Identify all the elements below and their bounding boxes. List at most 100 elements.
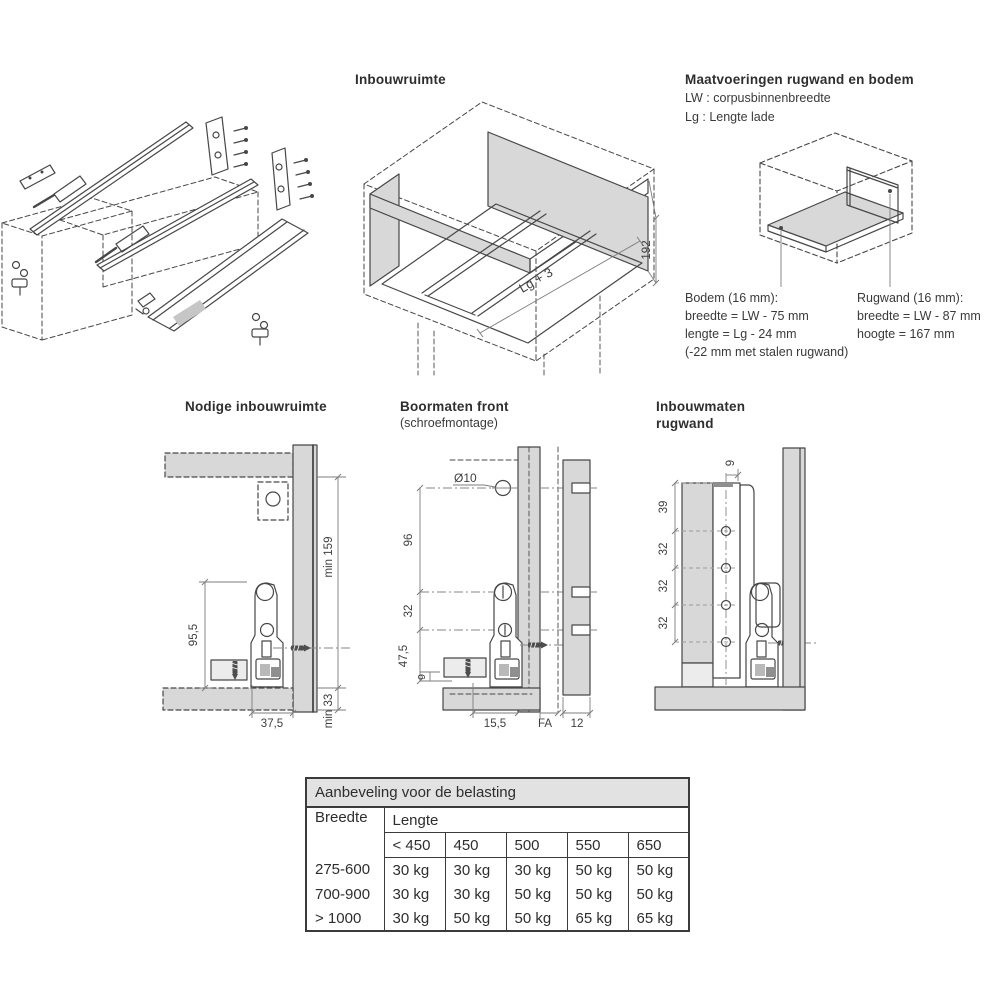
damper-left <box>53 175 87 203</box>
back-bracket-left <box>205 116 248 176</box>
maatvoeringen-title: Maatvoeringen rugwand en bodem <box>685 72 914 87</box>
boormaten-subtitle: (schroefmontage) <box>400 416 498 430</box>
nodige-drawing: 95,5 37,5 min 159 min 33 <box>162 444 351 730</box>
dim-39-label: 39 <box>658 501 670 514</box>
rugwand-panel-section <box>681 482 714 664</box>
dim-12-label: 12 <box>571 718 584 730</box>
bodem-bar <box>654 686 806 711</box>
drawer-bottom-bar <box>210 659 248 681</box>
back-bracket-profile <box>489 582 523 688</box>
bodem-specs: Bodem (16 mm): breedte = LW - 75 mm leng… <box>685 289 848 361</box>
cell: 30 kg <box>505 857 567 882</box>
inbouwmaten-title-line2: rugwand <box>656 416 714 431</box>
rugwand-panel <box>846 166 899 224</box>
damper-right <box>115 225 150 253</box>
cell: 50 kg <box>627 882 689 906</box>
mounting-plate <box>19 164 56 190</box>
inbouwruimte-title: Inbouwruimte <box>355 72 446 87</box>
rugwand-line1: breedte = LW - 87 mm <box>857 309 981 323</box>
right-runner-rail <box>94 178 259 272</box>
dim-32b-label: 32 <box>658 580 670 593</box>
bodem-line3: (-22 mm met stalen rugwand) <box>685 345 849 359</box>
screw-into-panel <box>520 641 570 649</box>
dim-chain-left: 96 32 47,5 9 <box>398 484 431 685</box>
cell: 65 kg <box>566 906 628 931</box>
dim-192-label: 192 <box>641 240 653 259</box>
screws-right <box>293 158 314 200</box>
dim-min-33: min 33 <box>317 688 346 728</box>
legend-lg: Lg : Lengte lade <box>685 110 775 124</box>
dim-fa-label: FA <box>538 718 552 730</box>
dim-min-159: min 159 <box>317 473 346 692</box>
back-bracket-right <box>271 147 314 211</box>
dim-37-5: 37,5 <box>248 685 297 730</box>
bodem-title: Bodem (16 mm): <box>685 291 779 305</box>
bottom-panel-area <box>442 687 541 711</box>
bodem-panel <box>767 191 904 253</box>
mounting-holes <box>720 525 732 648</box>
table-title: Aanbeveling voor de belasting <box>306 778 689 808</box>
system-hole-position <box>257 481 289 521</box>
dim-15-5: 15,5 <box>469 683 522 730</box>
table-row: 700-900 30 kg 30 kg 50 kg 50 kg 50 kg <box>306 882 689 906</box>
cell: 50 kg <box>505 906 567 931</box>
cell: 30 kg <box>383 906 445 931</box>
front-connector <box>135 292 156 315</box>
length-col-1: 450 <box>444 832 506 858</box>
dim-96-label: 96 <box>403 534 415 547</box>
dim-95-5: 95,5 <box>188 578 247 692</box>
length-col-3: 550 <box>566 832 628 858</box>
inbouwmaten-title-line1: Inbouwmaten <box>656 399 746 414</box>
cell: 50 kg <box>444 906 506 931</box>
dim-15-5-label: 15,5 <box>484 718 506 730</box>
dim-95-5-label: 95,5 <box>188 624 200 646</box>
table-row: 275-600 30 kg 30 kg 30 kg 50 kg 50 kg <box>306 857 689 882</box>
length-col-4: 650 <box>627 832 689 858</box>
bodem-line2: lengte = Lg - 24 mm <box>685 327 797 341</box>
leader-lines <box>780 194 891 287</box>
row-breedte: > 1000 <box>315 909 362 927</box>
hinge-parts-left <box>11 260 29 296</box>
boormaten-drawing: Ø10 96 32 47,5 9 <box>398 446 597 730</box>
dim-min-159-label: min 159 <box>323 537 335 578</box>
screws-left <box>233 126 248 168</box>
back-bracket-profile <box>745 582 779 688</box>
screw-vertical <box>465 659 471 678</box>
maatvoeringen-drawing <box>759 132 913 287</box>
dim-192: 192 <box>641 180 660 287</box>
bodem-line1: breedte = LW - 75 mm <box>685 309 809 323</box>
bodem-hole <box>779 226 783 230</box>
cabinet-solid <box>369 131 649 376</box>
bottom-panel-position <box>162 687 294 711</box>
cell: 65 kg <box>627 906 689 931</box>
dim-32-label: 32 <box>403 605 415 618</box>
cell: 30 kg <box>444 857 506 882</box>
cell: 30 kg <box>383 857 445 882</box>
dim-9-top: 9 <box>725 460 742 481</box>
cell: 50 kg <box>566 882 628 906</box>
cell: 50 kg <box>566 857 628 882</box>
dim-12: 12 <box>559 697 594 730</box>
dim-9-label: 9 <box>416 674 428 680</box>
cell: 50 kg <box>505 882 567 906</box>
dim-min-33-label: min 33 <box>323 694 335 729</box>
dim-32a-label: 32 <box>658 543 670 556</box>
nodige-title: Nodige inbouwruimte <box>185 399 327 414</box>
legend-lw: LW : corpusbinnenbreedte <box>685 91 831 105</box>
boormaten-title: Boormaten front <box>400 399 509 414</box>
cell: 30 kg <box>383 882 445 906</box>
label-plate <box>173 300 206 326</box>
screw-vertical <box>232 661 238 680</box>
hinge-parts-mid <box>251 312 269 346</box>
row-breedte: 700-900 <box>315 885 371 903</box>
dim-32c-label: 32 <box>658 617 670 630</box>
dim-47-5-label: 47,5 <box>398 645 410 667</box>
dim-fa: FA <box>538 709 562 730</box>
cabinet-front-panel <box>782 447 806 711</box>
dim-hole-label: Ø10 <box>454 471 477 485</box>
drawer-dashed-box <box>759 132 913 264</box>
row-breedte: 275-600 <box>315 861 371 879</box>
back-bracket-profile <box>250 582 284 688</box>
inbouwmaten-drawing: 9 39 32 32 32 <box>654 447 818 711</box>
